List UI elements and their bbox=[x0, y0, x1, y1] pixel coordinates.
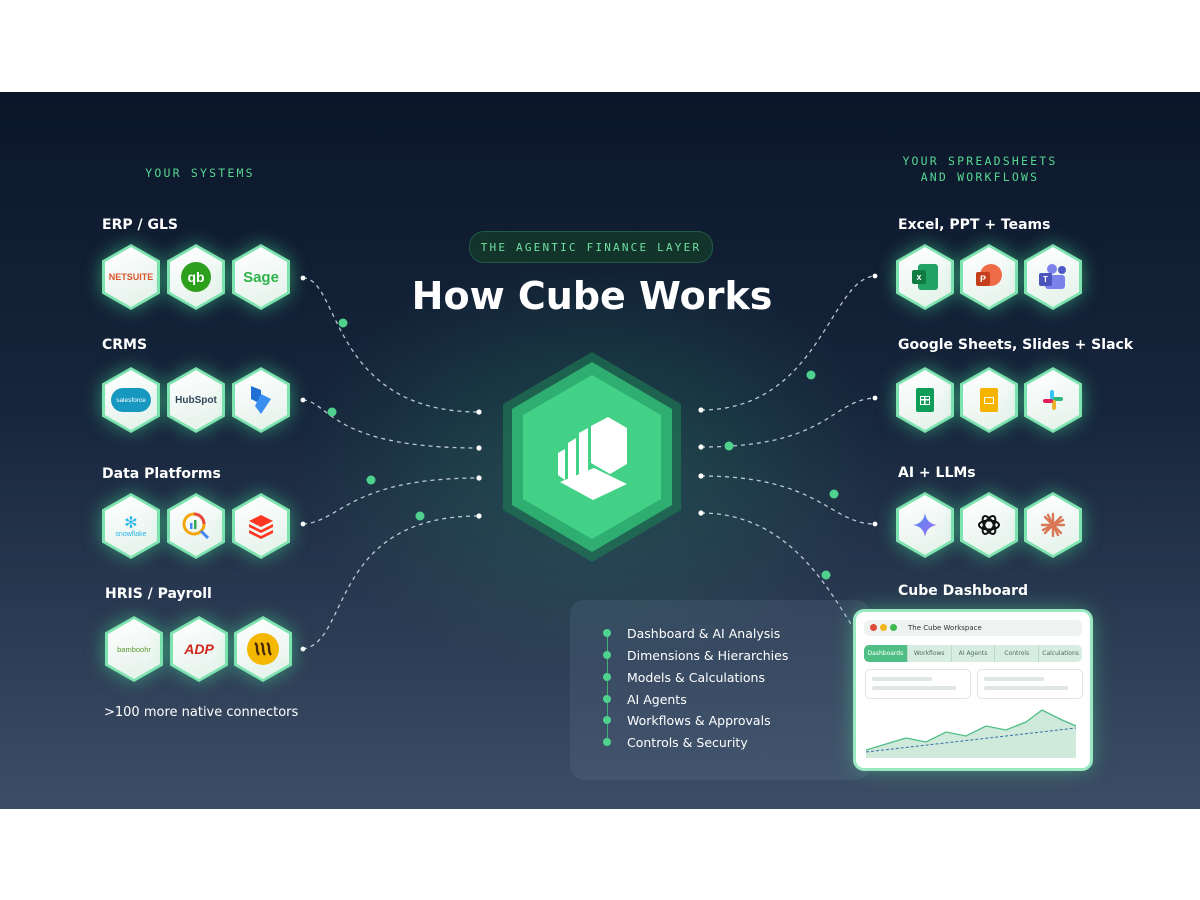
right-heading-line2: AND WORKFLOWS bbox=[920, 170, 1040, 184]
quickbooks-logo[interactable]: qb bbox=[167, 244, 225, 310]
tab-controls[interactable]: Controls bbox=[994, 645, 1038, 662]
salesforce-logo[interactable]: salesforce bbox=[102, 367, 160, 433]
sheets-icon bbox=[916, 388, 934, 412]
diagram-canvas: YOUR SYSTEMS YOUR SPREADSHEETS AND WORKF… bbox=[0, 92, 1200, 809]
left-section-heading: YOUR SYSTEMS bbox=[145, 166, 255, 180]
feature-item: Workflows & Approvals bbox=[627, 713, 771, 728]
wire-crm bbox=[302, 399, 480, 449]
openai-icon bbox=[978, 515, 1000, 535]
group-label-erp: ERP / GLS bbox=[102, 217, 178, 233]
tab-dashboards[interactable]: Dashboards bbox=[864, 645, 907, 662]
claude-logo[interactable] bbox=[1024, 492, 1082, 558]
openai-logo[interactable] bbox=[960, 492, 1018, 558]
salesforce-cloud-icon: salesforce bbox=[111, 388, 151, 412]
wire-dashboard bbox=[700, 512, 857, 633]
gemini-logo[interactable] bbox=[896, 492, 954, 558]
group-label-crms: CRMS bbox=[102, 337, 148, 353]
feature-item: Dimensions & Hierarchies bbox=[627, 648, 789, 663]
powerpoint-icon: P bbox=[976, 264, 1002, 290]
wire-erp bbox=[302, 277, 480, 413]
powerpoint-logo[interactable]: P bbox=[960, 244, 1018, 310]
wire-hris bbox=[302, 515, 480, 650]
window-maximize-dot bbox=[890, 624, 897, 631]
agentic-layer-pill: THE AGENTIC FINANCE LAYER bbox=[469, 231, 713, 263]
group-label-ai: AI + LLMs bbox=[898, 465, 976, 481]
tab-ai-agents[interactable]: AI Agents bbox=[950, 645, 995, 662]
feature-item: AI Agents bbox=[627, 692, 687, 707]
feature-list-panel: Dashboard & AI Analysis Dimensions & Hie… bbox=[570, 600, 870, 780]
tab-workflows[interactable]: Workflows bbox=[906, 645, 951, 662]
snowflake-icon: ✻ bbox=[124, 512, 138, 532]
snowflake-logo[interactable]: ✻ snowflake bbox=[102, 493, 160, 559]
feature-item: Models & Calculations bbox=[627, 670, 765, 685]
dashboard-window-title: The Cube Workspace bbox=[908, 624, 982, 632]
page-title: How Cube Works bbox=[411, 274, 773, 318]
claude-icon bbox=[1040, 512, 1066, 538]
dashboard-card bbox=[866, 670, 970, 698]
cube-dashboard-preview[interactable]: The Cube Workspace Dashboards Workflows … bbox=[856, 612, 1090, 768]
wire-data bbox=[302, 477, 480, 525]
tab-calculations[interactable]: Calculations bbox=[1038, 645, 1082, 662]
google-sheets-logo[interactable] bbox=[896, 367, 954, 433]
rippling-logo[interactable] bbox=[234, 616, 292, 682]
sage-logo[interactable]: Sage bbox=[232, 244, 290, 310]
right-heading-line1: YOUR SPREADSHEETS bbox=[902, 154, 1058, 168]
wire-google bbox=[700, 397, 876, 448]
excel-logo[interactable]: x bbox=[896, 244, 954, 310]
bamboohr-logo[interactable]: bamboohr bbox=[105, 616, 163, 682]
looker-logo[interactable] bbox=[167, 493, 225, 559]
slack-icon bbox=[1043, 390, 1063, 410]
feature-item: Dashboard & AI Analysis bbox=[627, 626, 781, 641]
dynamics-logo[interactable] bbox=[232, 367, 290, 433]
databricks-icon bbox=[249, 515, 273, 539]
dynamics-icon bbox=[251, 386, 271, 414]
window-minimize-dot bbox=[880, 624, 887, 631]
cube-logo-icon bbox=[558, 417, 627, 500]
group-label-data-platforms: Data Platforms bbox=[102, 466, 221, 482]
group-label-dashboard: Cube Dashboard bbox=[898, 583, 1029, 599]
dashboard-tabs: Dashboards Workflows AI Agents Controls … bbox=[864, 645, 1082, 662]
wire-office bbox=[700, 275, 876, 411]
group-label-hris: HRIS / Payroll bbox=[105, 586, 212, 602]
dashboard-card bbox=[978, 670, 1082, 698]
dashboard-area-chart bbox=[866, 709, 1077, 758]
databricks-logo[interactable] bbox=[232, 493, 290, 559]
hubspot-logo[interactable]: HubSpot bbox=[167, 367, 225, 433]
slack-logo[interactable] bbox=[1024, 367, 1082, 433]
looker-icon bbox=[182, 512, 210, 540]
teams-logo[interactable]: T bbox=[1024, 244, 1082, 310]
netsuite-logo[interactable]: NETSUITE bbox=[102, 244, 160, 310]
teams-icon: T bbox=[1039, 264, 1067, 290]
gemini-icon bbox=[913, 513, 937, 537]
window-close-dot bbox=[870, 624, 877, 631]
quickbooks-icon: qb bbox=[181, 262, 211, 292]
google-slides-logo[interactable] bbox=[960, 367, 1018, 433]
more-connectors-text: >100 more native connectors bbox=[104, 705, 299, 720]
wire-ai bbox=[700, 475, 876, 525]
feature-item: Controls & Security bbox=[627, 735, 748, 750]
rippling-icon bbox=[247, 633, 279, 665]
dashboard-title-bar: The Cube Workspace bbox=[864, 620, 1082, 636]
connector-lines bbox=[300, 273, 878, 652]
right-section-heading: YOUR SPREADSHEETS AND WORKFLOWS bbox=[880, 153, 1080, 185]
slides-icon bbox=[980, 388, 998, 412]
group-label-office: Excel, PPT + Teams bbox=[898, 217, 1051, 233]
excel-icon: x bbox=[912, 264, 938, 290]
group-label-google: Google Sheets, Slides + Slack bbox=[898, 337, 1134, 353]
adp-logo[interactable]: ADP bbox=[170, 616, 228, 682]
